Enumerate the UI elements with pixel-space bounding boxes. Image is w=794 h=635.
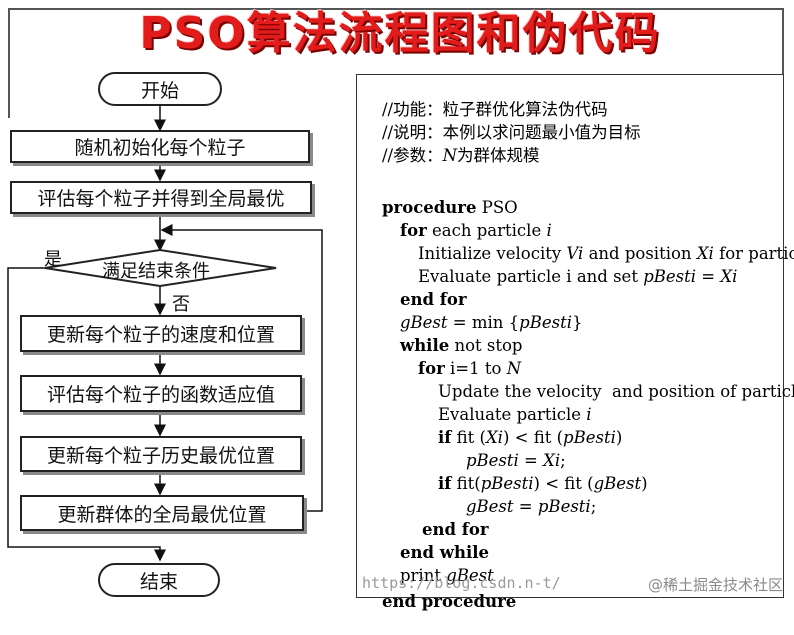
update-pbest-step: 更新每个粒子历史最优位置 (20, 436, 302, 472)
pseudocode-line-for-each: for each particle i (399, 221, 552, 240)
slide-frame (8, 8, 784, 118)
watermark-brand: @稀土掘金技术社区 (648, 576, 784, 594)
evaluate-global-step: 评估每个粒子并得到全局最优 (10, 181, 312, 214)
pseudocode-comment-1: //功能：粒子群优化算法伪代码 (381, 100, 608, 119)
pseudocode-line-end-while: end while (399, 543, 489, 562)
yes-label: 是 (44, 249, 62, 270)
watermark-url: https://blog.csdn.n-t/ (362, 574, 561, 592)
update-velocity-step: 更新每个粒子的速度和位置 (20, 315, 302, 352)
init-label: 随机初始化每个粒子 (74, 137, 246, 159)
end-label: 结束 (139, 570, 178, 593)
update-gbest-step: 更新群体的全局最优位置 (20, 495, 304, 531)
update-pbest-label: 更新每个粒子历史最优位置 (46, 444, 275, 467)
pseudocode-line-assign-pbest: pBesti = Xi; (465, 451, 566, 470)
condition-diamond (44, 248, 277, 288)
pseudocode-line-if-gbest: if fit(pBesti) < fit (gBest) (437, 474, 648, 493)
pseudocode-line-evaluate-set: Evaluate particle i and set pBesti = Xi (417, 267, 738, 286)
end-terminal: 结束 (98, 563, 220, 597)
pseudocode-line-procedure: procedure PSO (381, 198, 518, 217)
pseudocode-line-for-i: for i=1 to N (417, 359, 522, 378)
pseudocode-line-if-pbest: if fit (Xi) < fit (pBesti) (437, 428, 623, 447)
no-label: 否 (172, 294, 190, 315)
condition-label: 满足结束条件 (102, 261, 210, 282)
pseudocode-line-end-for-2: end for (421, 520, 489, 539)
pseudocode-line-end-for-1: end for (399, 290, 467, 309)
pseudocode-line-print: print gBest (399, 566, 494, 585)
start-label: 开始 (140, 79, 179, 102)
evaluate-fitness-step: 评估每个粒子的函数适应值 (20, 375, 302, 412)
init-step: 随机初始化每个粒子 (10, 130, 310, 163)
pseudocode-line-while: while not stop (399, 336, 523, 355)
pseudocode-panel: //功能：粒子群优化算法伪代码 //说明：本例以求问题最小值为目标 //参数：N… (356, 74, 794, 611)
pseudocode-line-initialize: Initialize velocity Vi and position Xi f… (417, 244, 794, 263)
start-terminal: 开始 (98, 72, 222, 106)
pseudocode-line-gbest-min: gBest = min {pBesti} (399, 313, 583, 332)
evaluate-fitness-label: 评估每个粒子的函数适应值 (46, 384, 275, 406)
update-velocity-label: 更新每个粒子的速度和位置 (46, 324, 275, 346)
flowchart-connectors (7, 104, 323, 562)
pseudocode-comment-3: //参数：N为群体规模 (381, 146, 540, 165)
pseudocode-line-evaluate: Evaluate particle i (437, 405, 592, 424)
page-title: PSO算法流程图和伪代码 (139, 8, 661, 59)
loop-back-line (160, 224, 323, 512)
update-gbest-label: 更新群体的全局最优位置 (57, 503, 267, 526)
pseudocode-line-assign-gbest: gBest = pBesti; (465, 497, 597, 516)
pseudocode-line-update: Update the velocity and position of part… (437, 382, 794, 401)
pseudocode-comment-2: //说明：本例以求问题最小值为目标 (381, 123, 641, 142)
yes-branch-line (7, 267, 166, 562)
evaluate-global-label: 评估每个粒子并得到全局最优 (37, 188, 285, 210)
